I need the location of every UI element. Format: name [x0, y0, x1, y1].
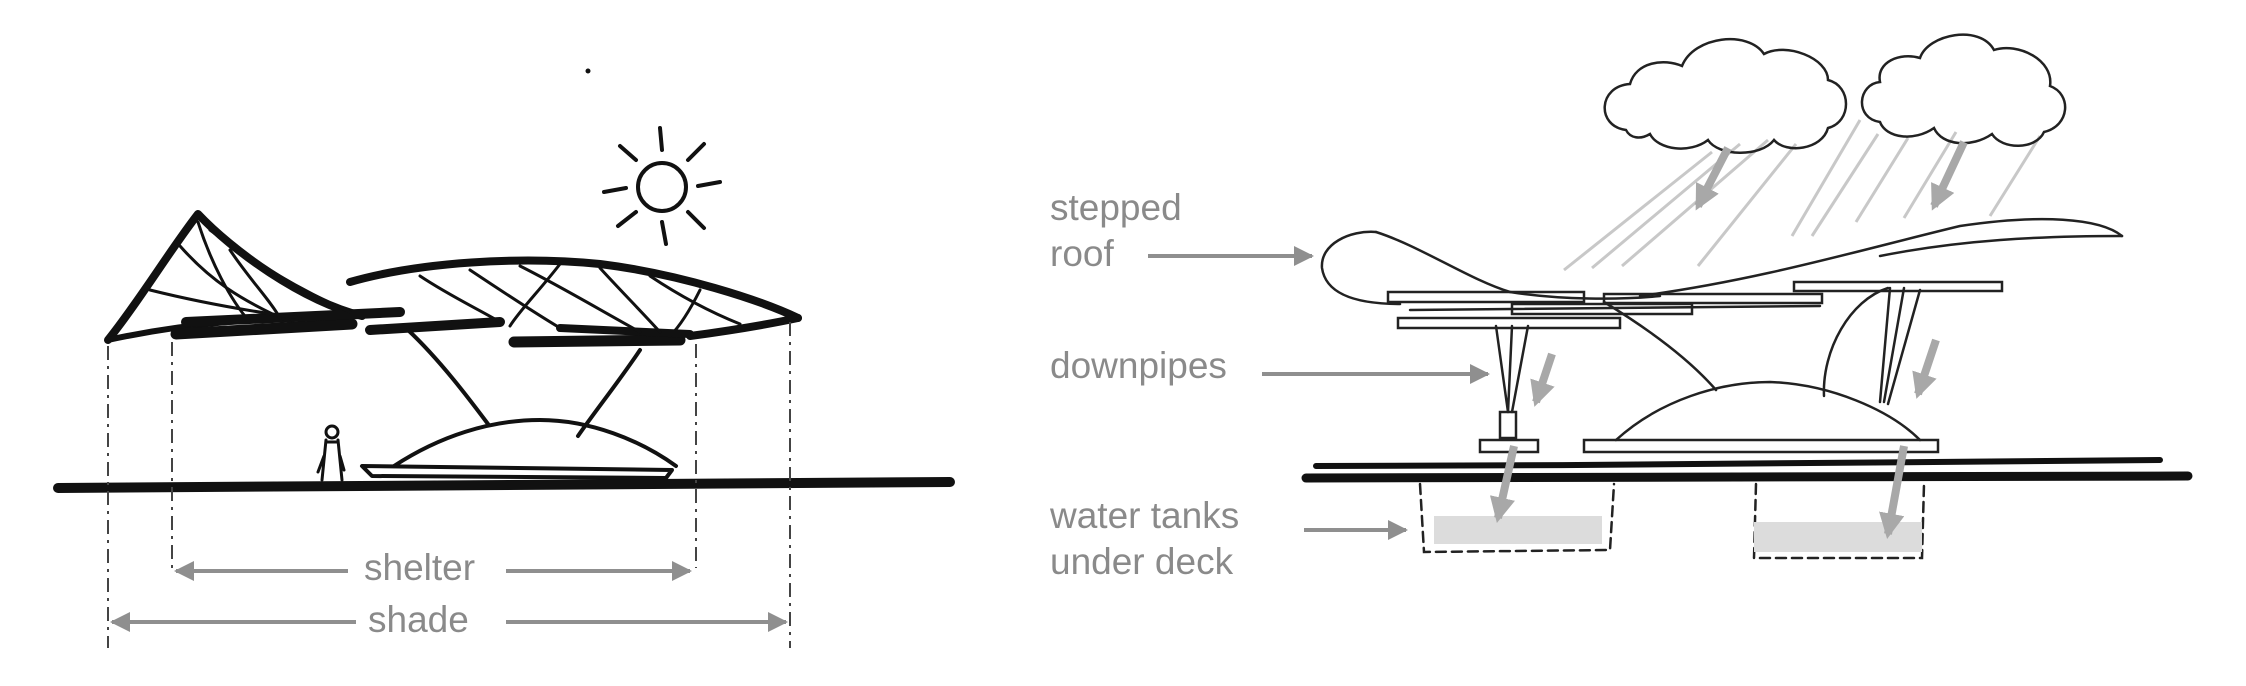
cloud-icon-right	[1860, 33, 2067, 147]
flow-arrow-rain-2	[1930, 140, 1968, 211]
stepped-roof-label-line1: stepped	[1050, 187, 1182, 228]
ground-line	[53, 477, 955, 493]
shelter-label: shelter	[364, 547, 475, 588]
flow-arrow-pipe-1	[1530, 352, 1556, 407]
water-tank-left	[1418, 482, 1616, 554]
flow-arrow-tank-1	[1489, 445, 1518, 523]
flow-arrow-tank-2	[1879, 445, 1908, 540]
dot-mark	[585, 68, 591, 74]
rain-streaks	[1563, 119, 2042, 272]
flow-arrow-rain-1	[1694, 146, 1732, 211]
stepped-roof	[1320, 217, 2124, 330]
downpipes-label: downpipes	[1050, 345, 1227, 386]
stepped-roof-label-line2: roof	[1050, 233, 1114, 274]
water-tanks-label-line2: under deck	[1050, 541, 1234, 582]
cloud-icon-left	[1603, 38, 1848, 154]
sun-icon	[602, 126, 722, 246]
person-figure	[316, 424, 346, 482]
water-tanks-label-line1: water tanks	[1049, 495, 1239, 536]
flow-arrow-pipe-2	[1912, 338, 1940, 399]
shade-label: shade	[368, 599, 469, 640]
right-sketch: stepped roof downpipes water tanks under…	[1049, 33, 2193, 582]
left-sketch: shelter shade	[53, 68, 955, 648]
leaf-roof	[104, 210, 802, 348]
